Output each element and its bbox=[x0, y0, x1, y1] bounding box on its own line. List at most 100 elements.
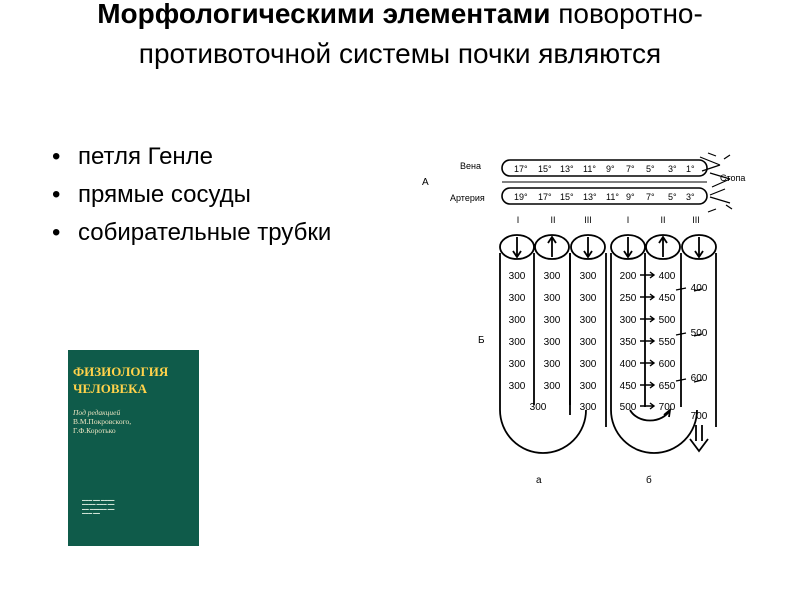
osmolarity-value: 500 bbox=[620, 402, 637, 413]
osmolarity-value: 300 bbox=[620, 315, 637, 326]
vein-temp: 7° bbox=[626, 164, 635, 174]
artery-temp: 9° bbox=[626, 192, 635, 202]
bullet-item: собирательные трубки bbox=[52, 218, 332, 248]
vein-label: Вена bbox=[460, 161, 481, 171]
values-group-a: 300 300 300 300 300 300 300 300 300 300 … bbox=[509, 271, 597, 413]
tube-top bbox=[534, 234, 570, 260]
vein-temp: 15° bbox=[538, 164, 552, 174]
tube-top bbox=[645, 234, 681, 260]
bullet-list: петля Генле прямые сосуды собирательные … bbox=[52, 142, 332, 256]
osmolarity-value: 300 bbox=[509, 293, 526, 304]
book-fineprint: ▬▬▬ ▬▬ ▬▬▬▬▬▬▬▬ ▬▬▬ ▬▬▬▬ ▬▬▬▬▬ ▬▬▬▬▬ ▬▬ bbox=[82, 498, 115, 516]
artery-temp: 11° bbox=[606, 192, 619, 202]
osmolarity-value: 300 bbox=[580, 337, 597, 348]
osmolarity-value: 550 bbox=[659, 337, 676, 348]
vein-vessel bbox=[501, 159, 708, 177]
foot-label: Стопа bbox=[720, 173, 745, 183]
down-arrow-icon bbox=[694, 237, 704, 259]
osmolarity-value: 300 bbox=[509, 315, 526, 326]
numeral: III bbox=[584, 215, 592, 225]
artery-temps: 19° 17° 15° 13° 11° 9° 7° 5° 3° bbox=[514, 192, 695, 202]
osmolarity-value: 300 bbox=[509, 381, 526, 392]
sub-label-b: б bbox=[646, 474, 652, 486]
up-arrow-icon bbox=[658, 235, 668, 257]
sub-label-a: а bbox=[536, 475, 542, 486]
numeral: I bbox=[517, 215, 520, 225]
vein-temp: 3° bbox=[668, 164, 677, 174]
osmolarity-value: 350 bbox=[620, 337, 637, 348]
osmolarity-value: 300 bbox=[580, 271, 597, 282]
tubes-group-b bbox=[610, 234, 717, 454]
osmolarity-value: 300 bbox=[544, 293, 561, 304]
osmolarity-value: 300 bbox=[544, 359, 561, 370]
bullet-item: прямые сосуды bbox=[52, 180, 332, 210]
label-a: А bbox=[422, 177, 429, 188]
vein-temps: 17° 15° 13° 11° 9° 7° 5° 3° 1° bbox=[514, 164, 695, 174]
osmolarity-value: 300 bbox=[544, 337, 561, 348]
vein-temp: 13° bbox=[560, 164, 574, 174]
loop-b-inner bbox=[644, 253, 682, 407]
osmolarity-value: 300 bbox=[544, 381, 561, 392]
label-b: Б bbox=[478, 335, 485, 346]
osmolarity-value: 300 bbox=[509, 359, 526, 370]
tube-top bbox=[499, 234, 535, 260]
artery-temp: 17° bbox=[538, 192, 552, 202]
osmolarity-value: 300 bbox=[544, 271, 561, 282]
artery-temp: 13° bbox=[583, 192, 597, 202]
osmolarity-value: 500 bbox=[691, 328, 708, 339]
countercurrent-diagram: А Вена Артерия Стопа 17° 15° 13° 11° 9° … bbox=[422, 152, 745, 486]
osmolarity-value: 450 bbox=[620, 381, 637, 392]
tube-top bbox=[681, 234, 717, 260]
down-arrow-icon bbox=[583, 237, 593, 259]
book-cover-image: ФИЗИОЛОГИЯ ЧЕЛОВЕКА Под редакцией В.М.По… bbox=[68, 350, 199, 546]
osmolarity-value: 450 bbox=[659, 293, 676, 304]
osmolarity-value: 300 bbox=[509, 337, 526, 348]
osmolarity-value: 300 bbox=[580, 402, 597, 413]
osmolarity-value: 600 bbox=[691, 373, 708, 384]
osmolarity-value: 400 bbox=[620, 359, 637, 370]
artery-label: Артерия bbox=[450, 193, 485, 203]
vessel-flow-arrows bbox=[707, 152, 717, 213]
bullet-item: петля Генле bbox=[52, 142, 332, 172]
osmolarity-value: 250 bbox=[620, 293, 637, 304]
osmolarity-value: 700 bbox=[691, 411, 708, 422]
up-arrow-icon bbox=[547, 235, 557, 257]
tube-top bbox=[610, 234, 646, 260]
numeral: III bbox=[692, 215, 700, 225]
vein-temp: 5° bbox=[646, 164, 655, 174]
transfer-arrows bbox=[640, 271, 703, 410]
loop-a-outer bbox=[499, 253, 587, 454]
artery-temp: 7° bbox=[646, 192, 655, 202]
down-arrow-icon bbox=[623, 237, 633, 259]
osmolarity-value: 400 bbox=[691, 283, 708, 294]
numeral: I bbox=[627, 215, 630, 225]
osmolarity-value: 300 bbox=[544, 315, 561, 326]
numeral: II bbox=[550, 215, 555, 225]
outflow-arrow-icon bbox=[689, 425, 709, 453]
osmolarity-value: 200 bbox=[620, 271, 637, 282]
osmolarity-value: 300 bbox=[509, 271, 526, 282]
title-rest: поворотно-противоточной системы почки яв… bbox=[138, 0, 703, 69]
osmolarity-value: 300 bbox=[580, 315, 597, 326]
osmolarity-value: 600 bbox=[659, 359, 676, 370]
vein-temp: 1° bbox=[686, 164, 695, 174]
book-title: ФИЗИОЛОГИЯ ЧЕЛОВЕКА bbox=[73, 364, 169, 396]
numeral: II bbox=[660, 215, 665, 225]
slide-title: Морфологическими элементами поворотно-пр… bbox=[20, 0, 780, 74]
tube-top bbox=[570, 234, 606, 260]
artery-temp: 19° bbox=[514, 192, 528, 202]
osmolarity-value: 400 bbox=[659, 271, 676, 282]
osmolarity-value: 650 bbox=[659, 381, 676, 392]
osmolarity-value: 300 bbox=[580, 359, 597, 370]
title-bold: Морфологическими элементами bbox=[97, 0, 551, 29]
tubes-group-a bbox=[499, 234, 607, 454]
osmolarity-value: 300 bbox=[530, 402, 547, 413]
values-group-b: 200 250 300 350 400 450 500 400 450 500 … bbox=[620, 271, 708, 422]
column-numerals: I II III I II III bbox=[517, 215, 700, 225]
artery-temp: 15° bbox=[560, 192, 574, 202]
osmolarity-value: 300 bbox=[580, 381, 597, 392]
duct-a bbox=[569, 253, 607, 427]
artery-temp: 5° bbox=[668, 192, 677, 202]
artery-vessel bbox=[501, 187, 708, 205]
vein-temp: 11° bbox=[583, 164, 596, 174]
